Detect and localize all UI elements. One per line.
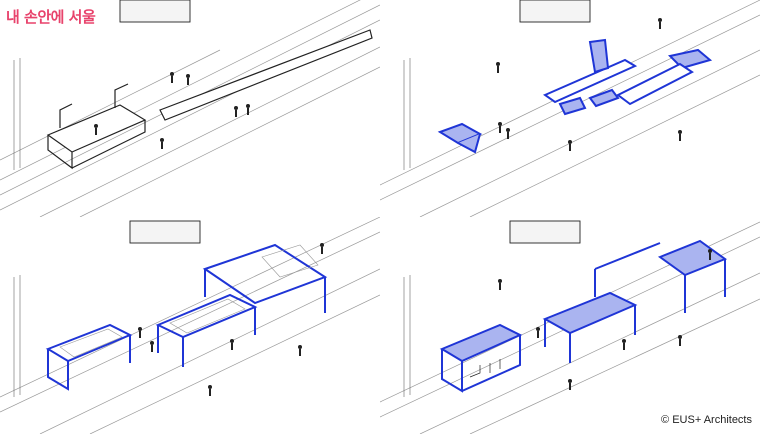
panel-existing-site [0, 0, 380, 217]
panel-final-design [380, 217, 760, 434]
existing-bench-strip [159, 29, 373, 121]
image-credit: © EUS+ Architects [661, 414, 752, 426]
panel-frame-structure [0, 217, 380, 434]
axonometric-drawing-4 [380, 220, 760, 434]
axonometric-drawing-3 [0, 217, 380, 434]
axonometric-drawing-1 [0, 0, 380, 217]
pedestrians [94, 72, 250, 149]
axonometric-drawing-2 [380, 0, 760, 217]
seoul-logo: 내 손안에 서울 [6, 8, 96, 26]
panel-concept-layout [380, 0, 760, 217]
